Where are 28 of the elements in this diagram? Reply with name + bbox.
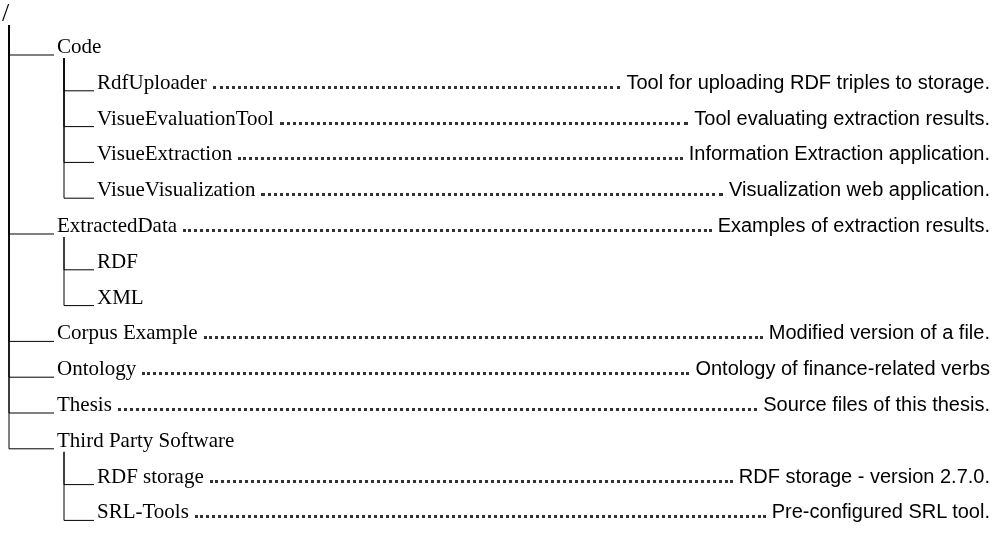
folder-description: Information Extraction application. [688, 141, 990, 167]
folder-name: Thesis [57, 391, 112, 417]
folder-name: RdfUploader [97, 68, 207, 95]
folder-name: RDF storage [97, 462, 204, 489]
folder-description: Source files of this thesis. [763, 392, 990, 417]
folder-name: ExtractedData [57, 212, 178, 238]
tree-branch-line [63, 451, 95, 521]
folder-name: VisueExtraction [97, 140, 233, 167]
root-folder: / [2, 0, 10, 26]
folder-description: Pre-configured SRL tool. [771, 499, 990, 525]
folder-name: Third Party Software [57, 426, 235, 453]
folder-description: Visualization web application. [729, 177, 990, 203]
folder-description: Tool for uploading RDF triples to storage. [626, 69, 990, 95]
folder-description: Ontology of finance-related verbs [695, 356, 990, 382]
folder-description: Examples of extraction results. [717, 213, 990, 238]
folder-description: Modified version of a file. [768, 320, 990, 346]
tree-branch-line [63, 57, 95, 199]
folder-description: RDF storage - version 2.7.0. [738, 463, 990, 489]
tree-branch-line [63, 236, 95, 307]
folder-name: VisueEvaluationTool [97, 104, 274, 131]
folder-description: Tool evaluating extraction results. [694, 105, 990, 131]
folder-name: VisueVisualization [97, 176, 256, 203]
folder-name: Ontology [57, 355, 137, 382]
folder-name: Code [57, 33, 102, 59]
folder-name: SRL-Tools [97, 498, 189, 525]
folder-name: RDF [97, 247, 138, 274]
folder-name: Corpus Example [57, 319, 198, 346]
folder-name: XML [97, 283, 144, 310]
